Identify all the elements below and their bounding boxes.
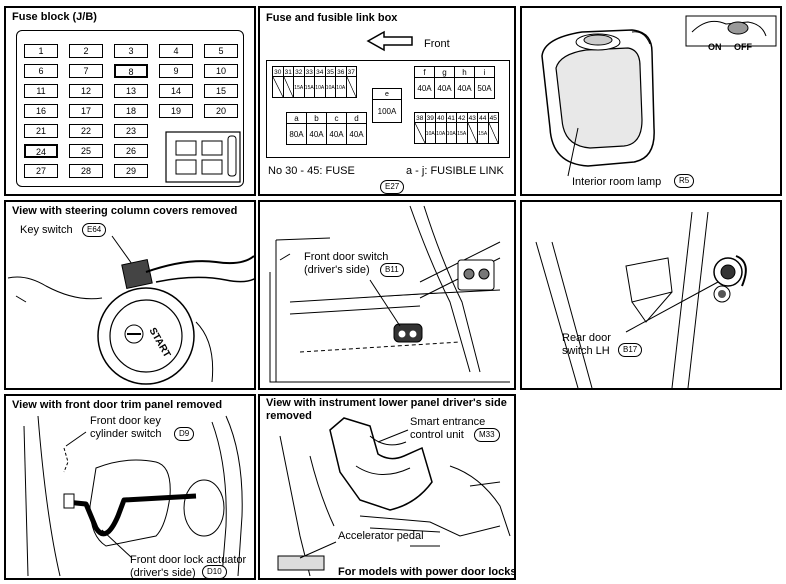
- fuse-slot-9: 9: [159, 64, 193, 78]
- fuse-slot-21: 21: [24, 124, 58, 138]
- link-value-i: 50A: [474, 77, 495, 99]
- steering-title: View with steering column covers removed: [12, 205, 238, 217]
- key-cylinder-label-line2: cylinder switch: [90, 428, 162, 440]
- key-cylinder-label-line1: Front door key: [90, 415, 161, 427]
- lamp-panel: ON OFF Interior room lamp R5: [520, 6, 782, 196]
- fuse-block-title: Fuse block (J/B): [12, 11, 97, 23]
- accelerator-pedal-label: Accelerator pedal: [338, 530, 424, 542]
- fuse-block-relay-area: [165, 131, 241, 183]
- door-trim-drawing: [23, 415, 243, 577]
- fuse-slot-8: 8: [114, 64, 148, 78]
- fuse-slot-4: 4: [159, 44, 193, 58]
- connector-e64: E64: [82, 223, 107, 237]
- link-e-value: 100A: [372, 99, 402, 123]
- fuse-rating-45: [487, 122, 499, 144]
- link-value-a: 80A: [286, 123, 307, 145]
- link-value-b: 40A: [306, 123, 327, 145]
- fuse-slot-6: 6: [24, 64, 58, 78]
- power-door-locks-footer: For models with power door locks: [338, 566, 516, 578]
- fuse-slot-28: 28: [69, 164, 103, 178]
- fuse-slot-17: 17: [69, 104, 103, 118]
- fuse-slot-27: 27: [24, 164, 58, 178]
- fuse-rating-37: [345, 76, 357, 98]
- instrument-drawing: [277, 417, 511, 577]
- lamp-off-label: OFF: [734, 42, 752, 52]
- fuse-slot-16: 16: [24, 104, 58, 118]
- fuse-slot-24: 24: [24, 144, 58, 158]
- smart-unit-label-line1: Smart entrance: [410, 416, 486, 428]
- fuse-slot-5: 5: [204, 44, 238, 58]
- fuse-slot-2: 2: [69, 44, 103, 58]
- fuse-slot-1: 1: [24, 44, 58, 58]
- fuse-link-box-title: Fuse and fusible link box: [266, 12, 398, 24]
- fuse-block-outline: [16, 30, 244, 187]
- door-switch-label-line1: Front door switch: [304, 251, 389, 263]
- fuse-slot-7: 7: [69, 64, 103, 78]
- rear-door-panel: Rear door switch LH B17: [520, 200, 782, 390]
- link-value-f: 40A: [414, 77, 435, 99]
- smart-unit-label-line2: control unit: [410, 429, 464, 441]
- fuse-slot-10: 10: [204, 64, 238, 78]
- fuse-box-outline: [266, 60, 510, 158]
- rear-door-drawing: [535, 211, 747, 388]
- fuse-slot-13: 13: [114, 84, 148, 98]
- door-switch-panel: Front door switch (driver's side) B11: [258, 200, 516, 390]
- fuse-slot-14: 14: [159, 84, 193, 98]
- link-value-g: 40A: [434, 77, 455, 99]
- fuse-slot-25: 25: [69, 144, 103, 158]
- lamp-on-label: ON: [708, 42, 722, 52]
- fuse-slot-11: 11: [24, 84, 58, 98]
- fuse-slot-19: 19: [159, 104, 193, 118]
- connector-r5: R5: [674, 174, 695, 188]
- fuse-legend: No 30 - 45: FUSE: [268, 165, 355, 177]
- actuator-label-line1: Front door lock actuator: [130, 554, 247, 566]
- interior-lamp-drawing: [541, 15, 777, 177]
- connector-e27: E27: [380, 180, 405, 194]
- instrument-title-line2: removed: [266, 410, 312, 422]
- fuse-slot-26: 26: [114, 144, 148, 158]
- front-label: Front: [424, 38, 450, 50]
- key-switch-label: Key switch: [20, 224, 73, 236]
- trim-panel: View with front door trim panel removed …: [4, 394, 256, 580]
- front-arrow-icon: [366, 30, 413, 52]
- connector-b11: B11: [380, 263, 404, 277]
- fuse-slot-29: 29: [114, 164, 148, 178]
- fuse-slot-12: 12: [69, 84, 103, 98]
- rear-door-label-line2: switch LH: [562, 345, 610, 357]
- fuse-slot-3: 3: [114, 44, 148, 58]
- door-switch-label-line2: (driver's side): [304, 264, 370, 276]
- connector-d9: D9: [174, 427, 195, 441]
- fuse-slot-20: 20: [204, 104, 238, 118]
- connector-b17: B17: [618, 343, 643, 357]
- instrument-title-line1: View with instrument lower panel driver'…: [266, 397, 507, 409]
- instrument-panel: View with instrument lower panel driver'…: [258, 394, 516, 580]
- link-legend: a - j: FUSIBLE LINK: [406, 165, 504, 177]
- connector-d10: D10: [202, 565, 227, 578]
- key-switch-drawing: [7, 235, 254, 385]
- link-value-d: 40A: [346, 123, 367, 145]
- lamp-label: Interior room lamp: [572, 176, 662, 188]
- trim-panel-title: View with front door trim panel removed: [12, 399, 223, 411]
- actuator-label-line2: (driver's side): [130, 567, 196, 579]
- door-switch-drawing: [269, 205, 510, 383]
- steering-panel: View with steering column covers removed…: [4, 200, 256, 390]
- link-value-c: 40A: [326, 123, 347, 145]
- fuse-slot-22: 22: [69, 124, 103, 138]
- link-value-h: 40A: [454, 77, 475, 99]
- rear-door-label-line1: Rear door: [562, 332, 611, 344]
- fuse-slot-15: 15: [204, 84, 238, 98]
- fuse-slot-23: 23: [114, 124, 148, 138]
- fuse-slot-18: 18: [114, 104, 148, 118]
- connector-m33: M33: [474, 428, 500, 442]
